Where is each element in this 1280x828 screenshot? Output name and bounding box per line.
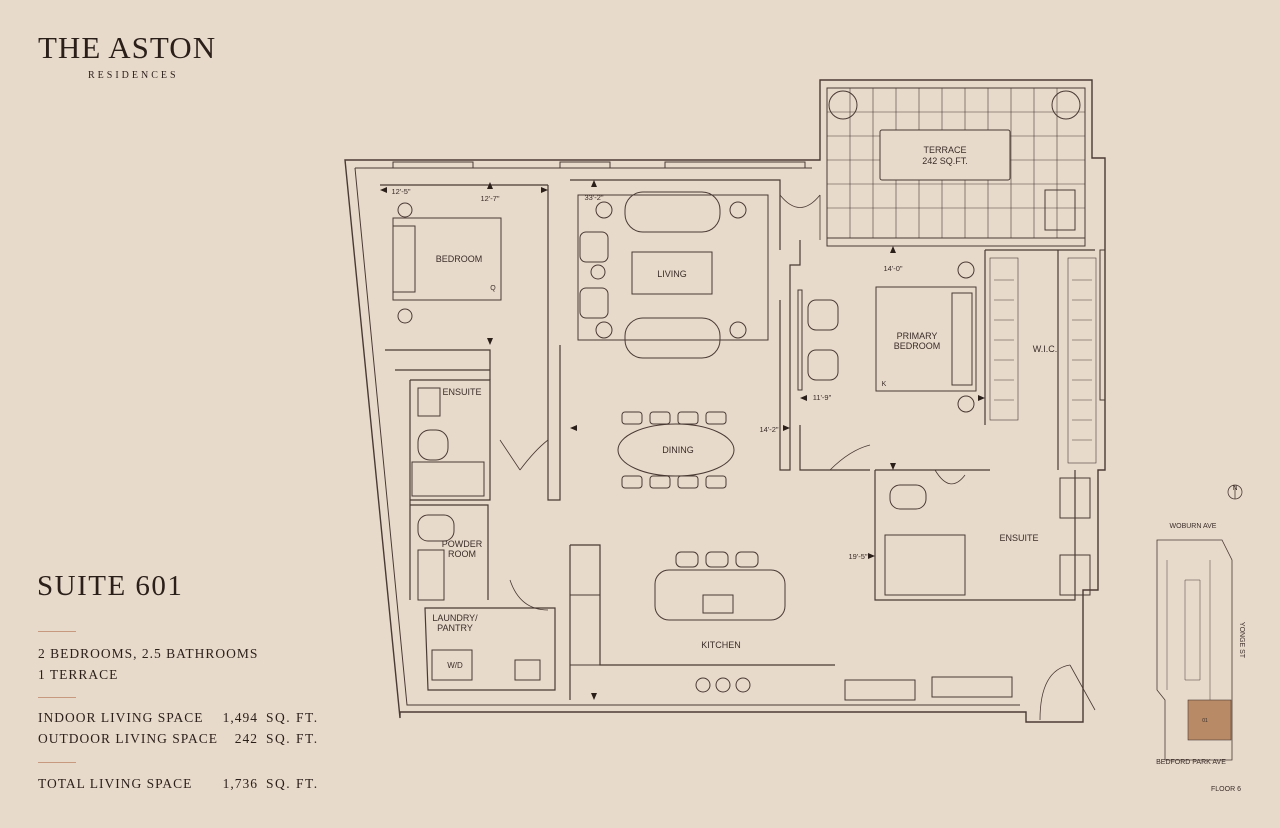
suite-title: SUITE 601 xyxy=(37,570,184,602)
dim-dining-width: 14'-2" xyxy=(759,425,778,434)
label-k: K xyxy=(882,381,887,388)
label-wd: W/D xyxy=(447,661,463,670)
outdoor-label: OUTDOOR LIVING SPACE xyxy=(38,731,219,746)
divider xyxy=(38,762,76,763)
label-living: LIVING xyxy=(657,269,687,279)
floor-label: FLOOR 6 xyxy=(1211,786,1241,793)
primary-bed xyxy=(797,261,977,413)
bath-fixtures xyxy=(411,387,1091,601)
label-kitchen: KITCHEN xyxy=(701,640,741,650)
bedrooms-baths: 2 BEDROOMS, 2.5 BATHROOMS xyxy=(38,646,259,661)
total-value: 1,736 xyxy=(222,776,258,791)
label-pantry: PANTRY xyxy=(437,623,473,633)
exterior-wall xyxy=(344,79,1106,723)
dimension-arrows xyxy=(380,180,985,700)
divider xyxy=(38,631,76,632)
indoor-value: 1,494 xyxy=(222,710,258,725)
label-wic: W.I.C. xyxy=(1033,344,1058,354)
brand-subtitle: RESIDENCES xyxy=(88,70,179,81)
outdoor-unit: SQ. FT. xyxy=(266,731,319,746)
label-dining: DINING xyxy=(662,445,694,455)
terrace xyxy=(826,87,1086,247)
bedroom-bed xyxy=(392,202,502,324)
outdoor-value: 242 xyxy=(234,731,258,746)
windows xyxy=(392,161,1106,401)
label-terrace: TERRACE xyxy=(923,145,966,155)
divider xyxy=(38,697,76,698)
label-primary: PRIMARY xyxy=(897,331,938,341)
indoor-label: INDOOR LIVING SPACE xyxy=(38,710,204,725)
brand-title: THE ASTON xyxy=(38,30,217,65)
door-swings xyxy=(499,194,1096,721)
total-unit: SQ. FT. xyxy=(266,776,319,791)
dim-ensuite-length: 19'-5" xyxy=(848,552,867,561)
indoor-unit: SQ. FT. xyxy=(266,710,319,725)
dining-table xyxy=(617,411,735,489)
terrace-count: 1 TERRACE xyxy=(38,667,119,682)
dim-living-length: 33'-2" xyxy=(584,193,603,202)
key-plan xyxy=(1156,484,1243,761)
kitchen-fixtures xyxy=(431,551,1013,701)
dim-bedroom-depth: 12'-7" xyxy=(480,194,499,203)
label-q: Q xyxy=(490,285,496,292)
living-furniture xyxy=(577,191,769,359)
dim-bedroom-width: 12'-5" xyxy=(391,187,410,196)
label-terrace-area: 242 SQ.FT. xyxy=(922,156,968,166)
dim-primary-width: 11'-9" xyxy=(813,393,832,402)
dim-primary-depth: 14'-0" xyxy=(883,264,902,273)
label-ensuite-left: ENSUITE xyxy=(442,387,481,397)
label-bedroom: BEDROOM xyxy=(436,254,483,264)
street-yonge: YONGE ST xyxy=(1238,622,1245,659)
label-primary-bedroom: BEDROOM xyxy=(894,341,941,351)
unit-highlight-label: 01 xyxy=(1202,718,1208,724)
street-bedford: BEDFORD PARK AVE xyxy=(1156,759,1226,766)
label-powder-room: ROOM xyxy=(448,549,476,559)
label-laundry: LAUNDRY/ xyxy=(432,613,478,623)
wic-shelves xyxy=(989,257,1097,464)
north-label: N xyxy=(1232,485,1237,492)
street-woburn: WOBURN AVE xyxy=(1170,523,1217,530)
label-ensuite-right: ENSUITE xyxy=(999,533,1038,543)
label-powder: POWDER xyxy=(442,539,483,549)
total-label: TOTAL LIVING SPACE xyxy=(38,776,193,791)
interior-walls xyxy=(380,179,1095,700)
